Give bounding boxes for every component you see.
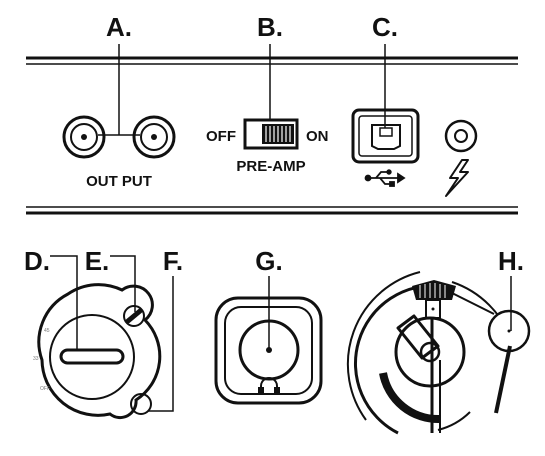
rca-jack-icon[interactable] bbox=[62, 115, 106, 159]
callout-d: D. bbox=[24, 246, 50, 276]
leader-line-e bbox=[110, 255, 136, 312]
leader-line-d bbox=[50, 255, 78, 350]
callout-g: G. bbox=[255, 246, 282, 276]
rca-jack-icon[interactable] bbox=[132, 115, 176, 159]
speed-dial-icon[interactable] bbox=[37, 283, 162, 420]
top-panel-border bbox=[26, 56, 518, 65]
dc-power-jack-icon[interactable] bbox=[444, 119, 478, 153]
pitch-control-icon[interactable] bbox=[123, 305, 145, 327]
slide-switch-icon[interactable] bbox=[243, 118, 299, 150]
switch-off-label: OFF bbox=[206, 128, 236, 145]
output-label: OUT PUT bbox=[86, 173, 152, 190]
callout-f: F. bbox=[163, 246, 183, 276]
tonearm-icon[interactable] bbox=[394, 280, 531, 433]
start-stop-button-icon[interactable] bbox=[130, 393, 152, 415]
headphone-icon bbox=[258, 377, 280, 394]
usb-b-port-icon[interactable] bbox=[351, 108, 420, 164]
leader-line-f bbox=[148, 276, 174, 412]
callout-h: H. bbox=[498, 246, 524, 276]
bottom-panel-border bbox=[26, 206, 518, 215]
switch-on-label: ON bbox=[306, 128, 329, 145]
speed-mark-33: 33 bbox=[33, 356, 39, 362]
speed-mark-45: 45 bbox=[44, 328, 50, 334]
callout-e: E. bbox=[85, 246, 110, 276]
callout-b: B. bbox=[257, 12, 283, 42]
lightning-icon bbox=[445, 159, 469, 197]
usb-symbol-icon bbox=[364, 169, 406, 187]
speed-mark-off: OFF bbox=[40, 386, 50, 392]
callout-a: A. bbox=[106, 12, 132, 42]
callout-c: C. bbox=[372, 12, 398, 42]
switch-name-label: PRE-AMP bbox=[236, 158, 305, 175]
